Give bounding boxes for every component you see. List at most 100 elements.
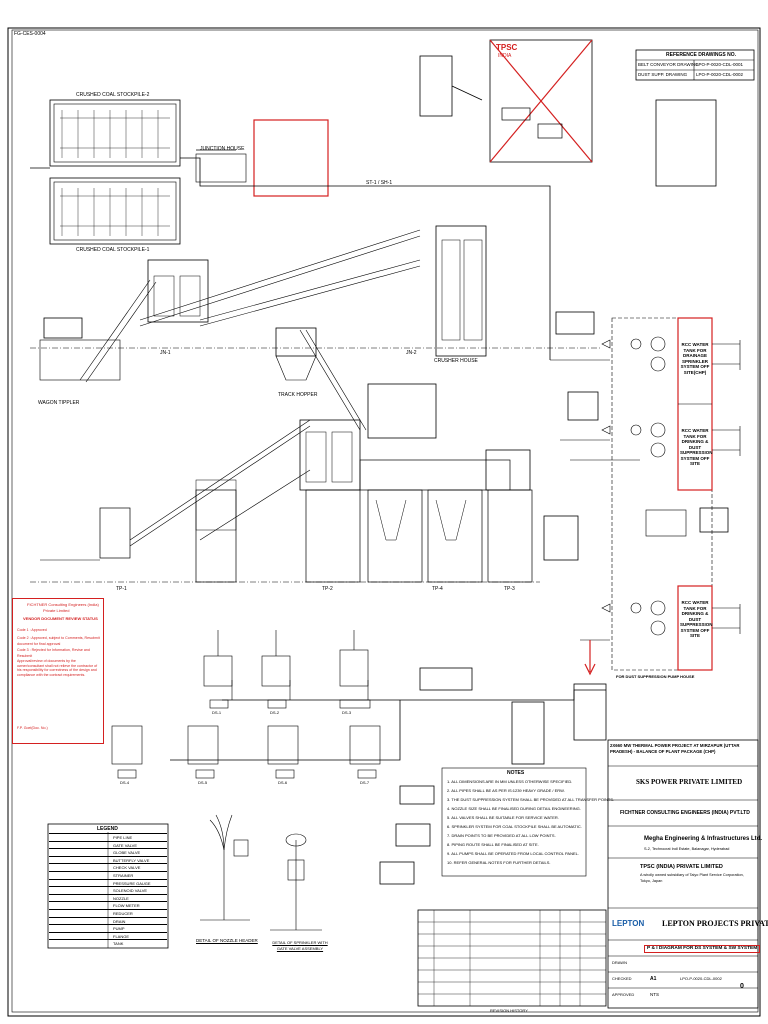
notes-box: NOTES 1. ALL DIMENSIONS ARE IN MM UNLESS… [443,769,614,875]
tpsc-name: TPSC (INDIA) PRIVATE LIMITED [640,864,723,870]
legend-item: BUTTERFLY VALVE [49,855,167,865]
ref-table-header: REFERENCE DRAWINGS NO. [666,52,737,58]
note-line: 9. ALL PUMPS SHALL BE OPERATED FROM LOCA… [447,851,579,856]
legend-item: GATE VALVE [49,840,167,850]
note-line: 6. SPRINKLER SYSTEM FOR COAL STOCKPILE S… [447,824,582,829]
epc-name: Megha Engineering & Infrastructures Ltd. [644,836,763,842]
review-option: Code 3 : Rejected for Information, Revis… [17,648,90,658]
pump-house-label: FOR DUST SUPPRESSION PUMP HOUSE [616,674,695,679]
ref-row-no: LPO-P-0020-CDL-0001 [696,62,744,67]
legend-item-label: REDUCER [113,911,133,916]
crusher-house-label: CRUSHER HOUSE [434,358,478,364]
drawing-title: P & I DIAGRAM FOR DS SYSTEM & SW SYSTEM [644,945,761,953]
legend-item: SOLENOID VALVE [49,886,167,895]
drawn-label: DRAWN [612,960,627,965]
legend-item-label: FLOW METER [113,903,140,909]
consultant-name: FICHTNER CONSULTING ENGINEERS (INDIA) PV… [620,810,750,816]
drawing-ref: FG-CES-0004 [14,31,46,37]
sheet-size: A1 [650,976,657,982]
notes-title: NOTES [507,770,525,776]
review-option: Code 2 : Approved, subject to Comments, … [17,636,100,646]
conveyor-tag: TP-1 [116,586,127,592]
conveyor-tag: TP-3 [504,586,515,592]
tpsc-stamp-logo: TPSC [496,43,518,52]
tpsc-stamp-subtitle: INDIA [498,53,512,59]
stockpile-1-label: CRUSHED COAL STOCKPILE-1 [76,247,150,253]
legend-item-label: PRESSURE GAUGE [113,880,151,886]
transfer-tower-tag: DS-5 [198,780,208,785]
ref-row-no: LPO-P-0020-CDL-0002 [696,72,744,77]
legend-item: PRESSURE GAUGE [49,878,167,888]
legend-item-label: TANK [113,941,124,947]
note-line: 8. PIPING ROUTE SHALL BE FINALISED AT SI… [447,842,539,847]
legend-item-label: PUMP [113,926,125,932]
tank-label: RCC WATER TANK FOR DRINKING & DUST SUPPR… [680,600,713,638]
vendor-review-stamp: FICHTNER Consulting Engineers (India) Pr… [12,598,104,744]
legend-item: REDUCER [49,909,167,918]
legend-item: FLOW METER [49,901,167,910]
review-option: Code 1 : Approved [17,628,47,632]
tank-label: RCC WATER TANK FOR DRINKING & DUST SUPPR… [680,428,713,466]
legend-item: PIPE LINE [49,833,167,842]
note-line: 2. ALL PIPES SHALL BE AS PER IS:1239 HEA… [447,788,565,793]
transfer-tower-tag: DS-2 [270,710,280,715]
revision-history-label: REVISION HISTORY [490,1008,528,1013]
transfer-tower-tag: DS-6 [278,780,288,785]
review-body: Approval/review of documents by the owne… [17,659,98,677]
legend-item-label: FLANGE [113,933,130,939]
legend-item: STRAINER [49,871,167,880]
legend-item: NOZZLE [49,893,167,903]
conveyor-tag: TP-2 [322,586,333,592]
wagon-tippler-label: WAGON TIPPLER [38,400,80,406]
scale: NTS [650,992,659,997]
tank-label: RCC WATER TANK FOR DRAINAGE SPRINKLER SY… [680,342,710,375]
detail-nozzle-label: DETAIL OF NOZZLE HEADER [196,938,258,943]
owner-name: SKS POWER PRIVATE LIMITED [636,778,743,786]
legend-item: GLOBE VALVE [49,848,167,857]
plant-ref-label: ST-1 / SH-1 [366,180,393,186]
lepton-logo: LEPTON [612,919,645,928]
doc-number: LPO-P-0020-CDL-0002 [680,976,722,981]
approved-label: APPROVED [612,992,635,997]
epc-address: S-2, Technocrat Indl Estate, Balanagar, … [644,847,730,851]
legend-item: FLANGE [49,931,167,941]
conveyor-tag: JN-1 [160,350,171,356]
review-sign: F.P. Goel(Doc. No.) [17,726,48,730]
conveyor-tag: JN-2 [406,350,417,356]
legend-item: DRAIN [49,916,167,926]
legend-item-label: NOZZLE [113,895,129,901]
note-line: 1. ALL DIMENSIONS ARE IN MM UNLESS OTHER… [447,779,573,784]
transfer-tower-tag: DS-3 [342,710,352,715]
review-heading: VENDOR DOCUMENT REVIEW STATUS [23,616,98,621]
note-line: 3. THE DUST SUPPRESSION SYSTEM SHALL BE … [447,797,615,802]
legend-item-label: STRAINER [113,873,134,878]
revision-no: 0 [740,983,744,990]
legend-item-label: GATE VALVE [113,842,138,848]
tpsc-address: A wholly owned subsidiary of Taiyo Plant… [640,873,744,883]
stockpile-2-label: CRUSHED COAL STOCKPILE-2 [76,92,150,98]
legend-item-label: BUTTERFLY VALVE [113,857,150,863]
junction-house-label: JUNCTION HOUSE [200,146,245,152]
checked-label: CHECKED [612,976,632,981]
ref-row-title: DUST SUPP. DRAWING [638,72,688,77]
note-line: 4. NOZZLE SIZE SHALL BE FINALISED DURING… [447,806,581,811]
transfer-tower-tag: DS-4 [120,780,130,785]
review-title: FICHTNER Consulting Engineers (India) [27,602,99,607]
conveyor-tag: TP-4 [432,586,443,592]
legend-item: CHECK VALVE [49,863,167,872]
legend-item-label: GLOBE VALVE [113,850,141,856]
track-hopper-label: TRACK HOPPER [278,392,318,398]
note-line: 10. REFER GENERAL NOTES FOR FURTHER DETA… [447,860,551,865]
legend-item-label: PIPE LINE [113,835,133,840]
review-title-2: Private Limited [43,608,70,613]
detail-sprinkler-label: DETAIL OF SPRINKLER WITH GATE VALVE ASSE… [272,940,328,951]
legend-item-label: CHECK VALVE [113,865,141,871]
note-line: 5. ALL VALVES SHALL BE SUITABLE FOR SERV… [447,815,559,820]
legend-item: TANK [49,939,167,948]
lepton-name: LEPTON PROJECTS PRIVATE LTD. [662,919,768,928]
legend-title: LEGEND [97,826,118,832]
ref-row-title: BELT CONVEYOR DRAWING [638,62,699,67]
